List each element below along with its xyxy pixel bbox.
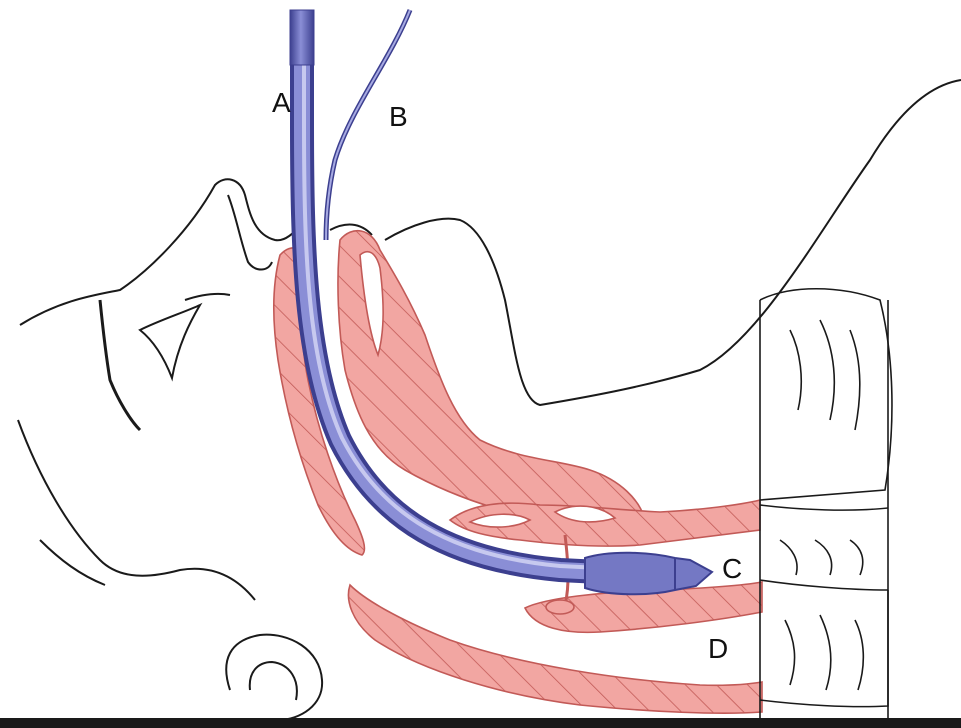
label-a: A: [272, 87, 291, 118]
head-outline: [18, 80, 961, 720]
label-c: C: [722, 553, 742, 584]
label-d: D: [708, 633, 728, 664]
bottom-border: [0, 718, 961, 728]
trachea-rings: [760, 289, 892, 720]
label-b: B: [389, 101, 408, 132]
soft-palate-tissue: [338, 231, 645, 525]
